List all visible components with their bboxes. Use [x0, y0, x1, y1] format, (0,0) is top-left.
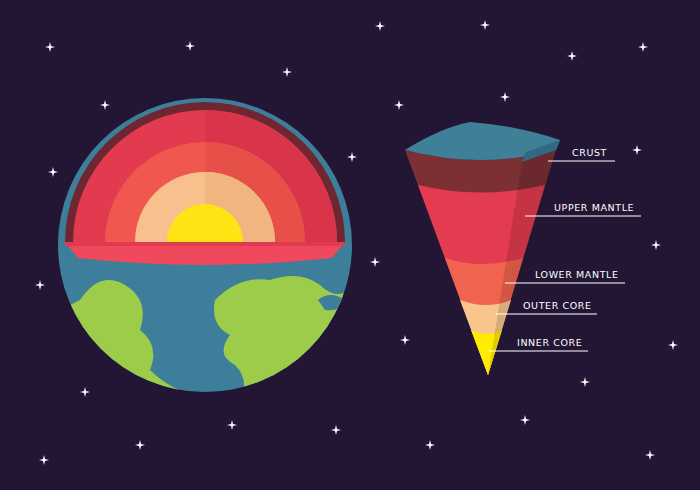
layer-label: CRUST [572, 147, 607, 158]
leader-lines [489, 161, 641, 351]
layer-label: OUTER CORE [523, 300, 592, 311]
stars [35, 20, 678, 465]
earth-globe [58, 98, 360, 400]
layer-label: LOWER MANTLE [535, 269, 619, 280]
layer-label: UPPER MANTLE [554, 202, 634, 213]
layer-label: INNER CORE [517, 337, 582, 348]
